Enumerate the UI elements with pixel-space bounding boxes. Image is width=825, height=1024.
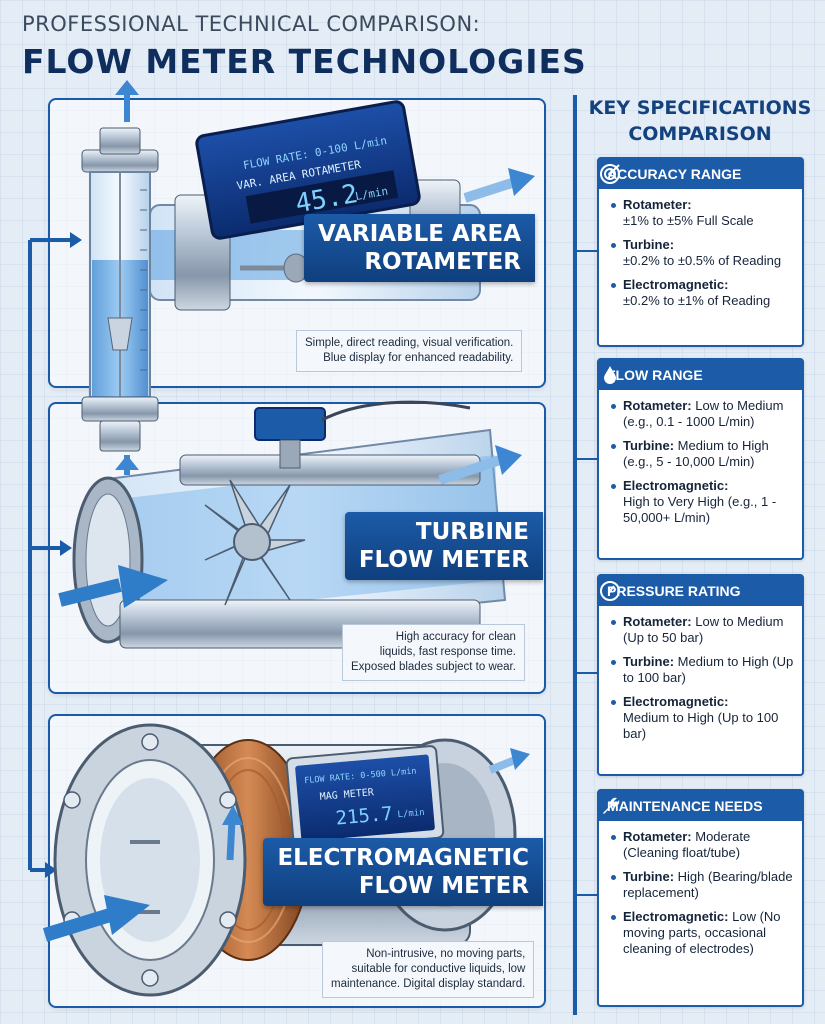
electromagnetic-label: ELECTROMAGNETIC FLOW METER bbox=[263, 838, 543, 906]
accuracy-range-card: ACCURACY RANGE Rotameter:±1% to ±5% Full… bbox=[597, 157, 804, 347]
card-header: MAINTENANCE NEEDS bbox=[599, 791, 802, 821]
connector bbox=[577, 250, 597, 252]
flow-connector-line bbox=[28, 232, 82, 878]
spec-item: Rotameter:±1% to ±5% Full Scale bbox=[603, 197, 796, 229]
connector bbox=[577, 672, 597, 674]
mag-display-type: MAG METER bbox=[319, 787, 375, 803]
page-title: FLOW METER TECHNOLOGIES bbox=[22, 42, 587, 81]
electromagnetic-description: Non-intrusive, no moving parts, suitable… bbox=[322, 941, 535, 998]
specs-heading: KEY SPECIFICATIONS COMPARISON bbox=[588, 97, 812, 145]
spec-item: Rotameter: Low to Medium (e.g., 0.1 - 10… bbox=[603, 398, 796, 430]
electromagnetic-label-line1: ELECTROMAGNETIC bbox=[277, 845, 529, 871]
turbine-label: TURBINE FLOW METER bbox=[344, 512, 543, 580]
rotameter-label-line2: ROTAMETER bbox=[364, 249, 521, 275]
turbine-label-line2: FLOW METER bbox=[358, 547, 529, 573]
turbine-label-line1: TURBINE bbox=[415, 519, 529, 545]
maintenance-needs-card: MAINTENANCE NEEDS Rotameter: Moderate (C… bbox=[597, 789, 804, 1007]
flow-range-card: FLOW RANGE Rotameter: Low to Medium (e.g… bbox=[597, 358, 804, 560]
card-header: FLOW RANGE bbox=[599, 360, 802, 390]
mag-meter-display: FLOW RATE: 0-500 L/min MAG METER 215.7 L… bbox=[285, 745, 445, 851]
wrench-icon bbox=[603, 797, 620, 814]
rotameter-label: VARIABLE AREA ROTAMETER bbox=[303, 214, 535, 282]
spec-item: Electromagnetic: Low (No moving parts, o… bbox=[603, 909, 796, 957]
spec-item: Turbine:±0.2% to ±0.5% of Reading bbox=[603, 237, 796, 269]
pressure-rating-card: PRESSURE RATING Rotameter: Low to Medium… bbox=[597, 574, 804, 776]
connector bbox=[577, 894, 597, 896]
turbine-description: High accuracy for clean liquids, fast re… bbox=[342, 624, 525, 681]
rotameter-display-unit: L/min bbox=[354, 185, 389, 204]
spec-item: Rotameter: Moderate (Cleaning float/tube… bbox=[603, 829, 796, 861]
spec-item: Turbine: High (Bearing/blade replacement… bbox=[603, 869, 796, 901]
target-icon bbox=[600, 164, 620, 184]
droplet-icon bbox=[604, 366, 616, 384]
mag-display-unit: L/min bbox=[397, 808, 425, 820]
gauge-icon bbox=[600, 581, 620, 601]
card-header: PRESSURE RATING bbox=[599, 576, 802, 606]
card-header: ACCURACY RANGE bbox=[599, 159, 802, 189]
supertitle: PROFESSIONAL TECHNICAL COMPARISON: bbox=[22, 12, 481, 36]
rotameter-label-line1: VARIABLE AREA bbox=[317, 221, 521, 247]
electromagnetic-label-line2: FLOW METER bbox=[358, 873, 529, 899]
rotameter-description: Simple, direct reading, visual verificat… bbox=[296, 330, 523, 372]
spec-item: Turbine: Medium to High (e.g., 5 - 10,00… bbox=[603, 438, 796, 470]
rotameter-display: FLOW RATE: 0-100 L/min VAR. AREA ROTAMET… bbox=[195, 100, 421, 240]
mag-display-value: 215.7 bbox=[335, 803, 394, 830]
spec-item: Rotameter: Low to Medium (Up to 50 bar) bbox=[603, 614, 796, 646]
spec-item: Electromagnetic:High to Very High (e.g.,… bbox=[603, 478, 796, 526]
spec-item: Electromagnetic:Medium to High (Up to 10… bbox=[603, 694, 796, 742]
spec-divider-line bbox=[573, 95, 577, 1015]
spec-item: Turbine: Medium to High (Up to 100 bar) bbox=[603, 654, 796, 686]
connector bbox=[577, 458, 597, 460]
spec-item: Electromagnetic:±0.2% to ±1% of Reading bbox=[603, 277, 796, 309]
